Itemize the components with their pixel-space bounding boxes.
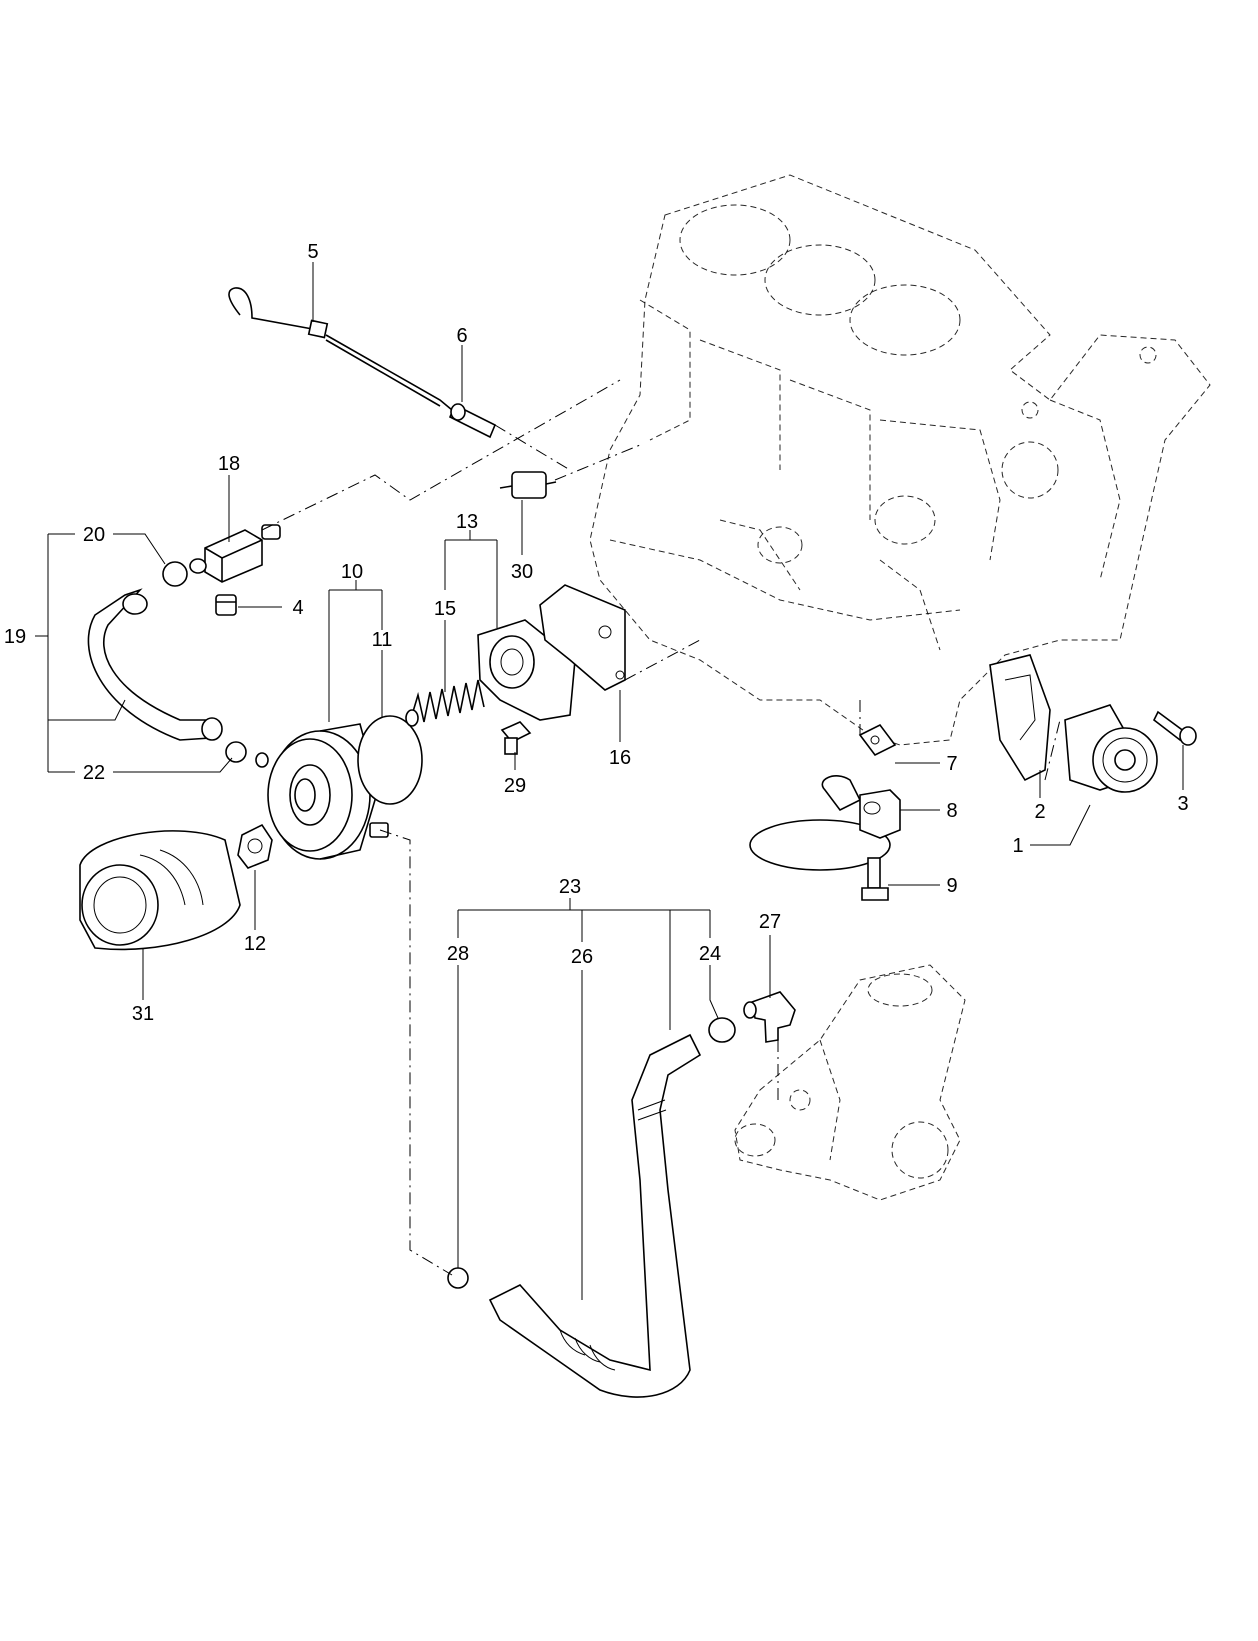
callout-19: 19 [4,626,26,648]
callout-26: 26 [571,946,593,968]
callout-3: 3 [1177,793,1188,815]
callout-7: 7 [946,753,957,775]
callout-9: 9 [946,875,957,897]
dipstick-icon [228,287,453,411]
callout-16: 16 [609,747,631,769]
leader-lines [35,262,1184,1300]
callout-22: 22 [83,762,105,784]
callout-2: 2 [1034,801,1045,823]
oil-pressure-switch-icon [499,471,557,499]
oil-pump-icon [1064,704,1158,793]
strainer-bolt-icon [861,857,889,901]
callout-29: 29 [504,775,526,797]
callout-6: 6 [456,325,467,347]
callout-24: 24 [699,943,721,965]
callout-27: 28 [447,943,469,965]
callout-8: 8 [946,800,957,822]
water-pump-icon [734,964,966,1201]
pump-bolt-icon [1152,710,1197,746]
engine-block-icon [589,174,1211,746]
callout-5: 5 [307,241,318,263]
bracket-gasket-icon [539,584,626,691]
oil-pump-gasket-icon [989,654,1051,782]
callout-30: 30 [511,561,533,583]
oil-strainer-icon [749,775,901,871]
oil-cooler-icon [255,723,389,860]
callout-labels: 5 6 18 4 20 19 22 10 11 12 31 13 15 30 2… [4,241,1189,1025]
relief-spring-icon [405,679,485,727]
callout-20: 20 [83,524,105,546]
gasket-icon [357,715,423,805]
hose-adapter-icon [189,524,281,583]
plug-icon [215,594,237,616]
oil-filter-icon [79,830,241,951]
callout-12: 12 [244,933,266,955]
callout-10: 10 [341,561,363,583]
callout-15: 15 [434,598,456,620]
bolt-icon [500,721,532,755]
callout-4: 4 [292,597,303,619]
callout-18: 18 [218,453,240,475]
callout-1: 1 [1012,835,1023,857]
water-hose-icon [488,1033,702,1398]
callout-13: 13 [456,511,478,533]
oil-hose-icon [87,588,223,741]
o-ring-icon [858,723,897,757]
callout-31: 31 [132,1003,154,1025]
assembly-centerlines [261,379,1061,1276]
dipstick-guide-icon [448,403,497,439]
nipple-icon [237,823,273,869]
callout-28: 27 [759,911,781,933]
hose-clamp-icon [162,561,247,763]
callout-23: 23 [559,876,581,898]
elbow-fitting-icon [743,991,796,1043]
callout-11: 11 [372,629,393,651]
